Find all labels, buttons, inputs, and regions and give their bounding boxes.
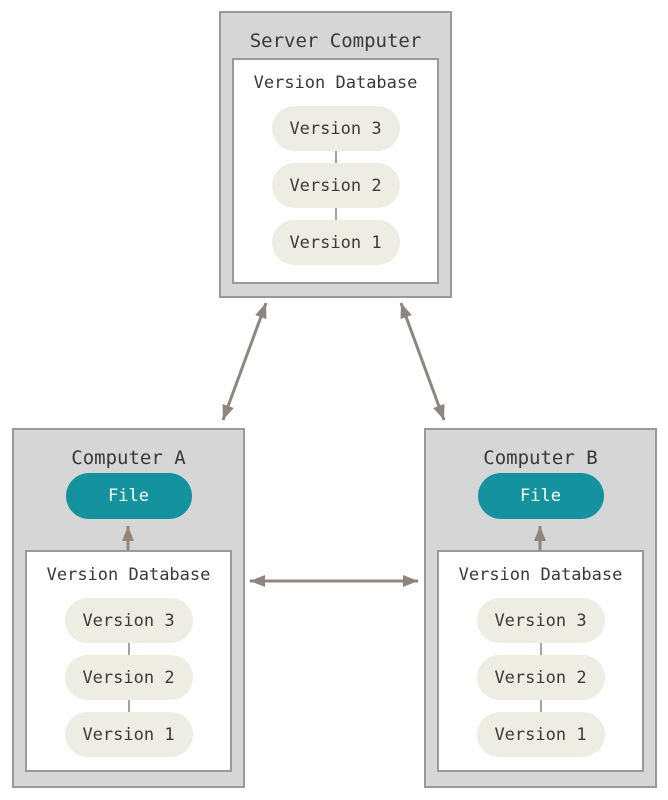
computer-b-version-2-pill: Version 2 xyxy=(476,655,605,700)
version-connector xyxy=(334,151,337,163)
computer-a-version-database-title: Version Database xyxy=(46,565,211,585)
version-connector xyxy=(334,208,337,220)
version-connector xyxy=(539,700,542,712)
server-version-2-pill: Version 2 xyxy=(271,163,400,208)
server-version-3-pill: Version 3 xyxy=(271,106,400,151)
computer-b-version-3-pill: Version 3 xyxy=(476,598,605,643)
server-version-1-pill: Version 1 xyxy=(271,220,400,265)
computer-b-version-1-pill: Version 1 xyxy=(476,712,605,757)
computer-a-version-2-pill: Version 2 xyxy=(64,655,193,700)
computer-b-version-database-title: Version Database xyxy=(458,565,623,585)
computer-a-file-pill: File xyxy=(65,473,192,519)
server-computer-box: Server Computer Version Database Version… xyxy=(219,11,452,298)
computer-b-file-pill: File xyxy=(477,473,604,519)
computer-a-version-1-pill: Version 1 xyxy=(64,712,193,757)
server-computer-title: Server Computer xyxy=(249,30,422,52)
computer-a-version-3-pill: Version 3 xyxy=(64,598,193,643)
version-connector xyxy=(539,643,542,655)
server-version-database-box: Version Database Version 3 Version 2 Ver… xyxy=(232,58,439,284)
computer-b-version-database-box: Version Database Version 3 Version 2 Ver… xyxy=(437,550,644,772)
computer-b-box: Computer B File Version Database Version… xyxy=(424,428,657,788)
version-connector xyxy=(127,700,130,712)
computer-a-version-database-box: Version Database Version 3 Version 2 Ver… xyxy=(25,550,232,772)
computer-a-box: Computer A File Version Database Version… xyxy=(12,428,245,788)
sync-arrow-server-computer-a xyxy=(221,302,268,421)
computer-a-title: Computer A xyxy=(71,447,186,469)
server-version-database-title: Version Database xyxy=(253,73,418,93)
version-connector xyxy=(127,643,130,655)
computer-b-title: Computer B xyxy=(483,447,598,469)
sync-arrow-server-computer-b xyxy=(399,302,446,421)
